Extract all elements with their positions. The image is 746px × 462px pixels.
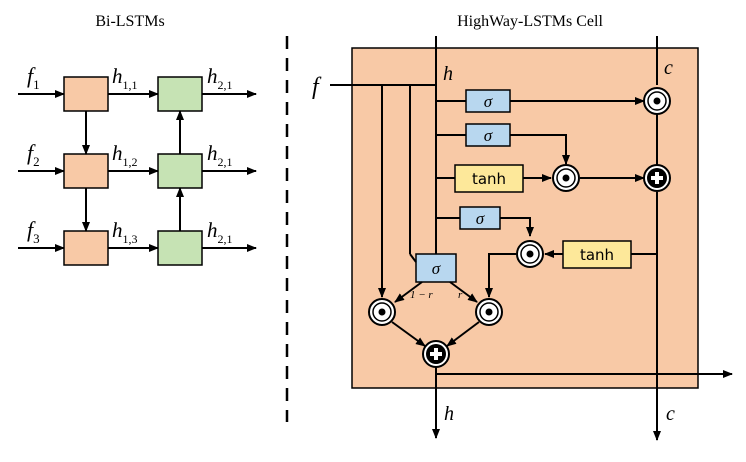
- input-label-3: f3: [27, 217, 40, 246]
- hidden-input-label: h: [443, 63, 453, 85]
- left-mult-to-sum-arrow: [391, 321, 426, 347]
- backward-hidden-label-3: h2,1: [207, 218, 233, 246]
- tanh-box-2: [562, 240, 632, 269]
- multiply-node-left: [368, 298, 396, 326]
- backward-hidden-label-2: h2,1: [207, 141, 233, 169]
- input-label-1: f1: [27, 63, 40, 92]
- sigma-label-3: σ: [476, 209, 485, 228]
- right-mult-to-sum-arrow: [446, 321, 480, 347]
- sigma-label-highway: σ: [432, 259, 441, 278]
- input-label-2: f2: [27, 140, 40, 169]
- forward-hidden-label-1: h1,1: [112, 64, 138, 92]
- tanh-label-2: tanh: [580, 246, 614, 264]
- multiply-node-right: [475, 298, 503, 326]
- plus-node-cell: [643, 164, 671, 192]
- forward-lstm-box-2: [63, 153, 109, 189]
- cell-input-label: c: [664, 57, 673, 79]
- forward-hidden-label-3: h1,3: [112, 218, 138, 246]
- forward-hidden-label-2: h1,2: [112, 141, 138, 169]
- backward-hidden-label-1: h2,1: [207, 64, 233, 92]
- multiply-node-cell: [643, 87, 671, 115]
- mult3-out-arrow: [485, 253, 516, 298]
- cell-output-label: c: [666, 403, 675, 425]
- highway-lstm-title: HighWay-LSTMs Cell: [457, 13, 603, 30]
- backward-lstm-box-2: [157, 153, 203, 189]
- sigma-box-highway: [415, 253, 457, 283]
- gate2-out-arrow: [510, 134, 570, 165]
- r-arrow: [449, 281, 478, 303]
- f-input-label: f: [312, 74, 322, 100]
- bi-lstms-title: Bi-LSTMs: [95, 13, 164, 30]
- forward-lstm-box-1: [63, 76, 109, 112]
- backward-lstm-box-3: [157, 230, 203, 266]
- r-label: r: [458, 289, 463, 301]
- backward-lstm-box-1: [157, 76, 203, 112]
- highway-gate-join: [409, 253, 417, 263]
- forward-lstm-box-3: [63, 230, 109, 266]
- gate3-out-arrow: [500, 217, 534, 237]
- sigma-label-1: σ: [484, 92, 493, 111]
- sigma-label-2: σ: [484, 126, 493, 145]
- tanh-label-1: tanh: [472, 170, 506, 188]
- multiply-node-output: [516, 240, 544, 268]
- one-minus-r-label: 1 − r: [410, 289, 433, 301]
- one-minus-r-arrow: [394, 281, 423, 303]
- hidden-output-label: h: [444, 403, 454, 425]
- plus-node-output: [422, 340, 450, 368]
- multiply-node-input: [552, 164, 580, 192]
